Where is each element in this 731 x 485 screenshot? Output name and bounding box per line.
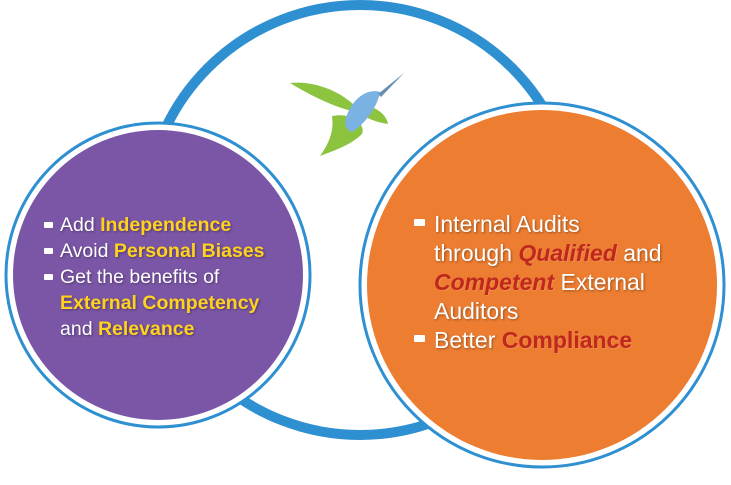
bullet-icon xyxy=(44,274,53,280)
left-item-highlight: Independence xyxy=(100,214,232,236)
left-item-benefits: Get the benefits of External Competency … xyxy=(42,264,302,342)
left-circle xyxy=(13,130,303,420)
left-item-independence: Add Independence xyxy=(42,212,302,238)
left-item-text: and xyxy=(60,318,98,340)
bullet-icon xyxy=(44,248,53,254)
left-item-highlight: Relevance xyxy=(97,318,195,340)
left-item-text: Get the benefits of xyxy=(60,266,220,288)
left-item-biases: Avoid Personal Biases xyxy=(42,238,302,264)
left-item-text: Add xyxy=(60,214,101,236)
left-circle-text: Add Independence Avoid Personal Biases G… xyxy=(42,212,302,342)
right-circle xyxy=(367,110,717,460)
right-item-internal-audits: Internal Audits through Qualified and Co… xyxy=(412,210,702,326)
left-item-highlight: External Competency xyxy=(60,292,260,314)
right-item-text: through xyxy=(434,240,519,266)
right-item-compliance: Better Compliance xyxy=(412,326,702,355)
bullet-icon xyxy=(44,222,53,228)
hummingbird-logo-icon xyxy=(290,73,404,156)
bullet-icon xyxy=(414,335,425,342)
left-item-text: Avoid xyxy=(60,240,114,262)
bullet-icon xyxy=(414,219,425,226)
right-item-text: External xyxy=(554,269,645,295)
right-item-highlight: Competent xyxy=(434,269,555,295)
left-item-highlight: Personal Biases xyxy=(113,240,265,262)
right-item-text: Auditors xyxy=(434,298,519,324)
right-item-highlight: Compliance xyxy=(501,327,633,353)
right-item-text: Better xyxy=(434,327,502,353)
right-item-text: Internal Audits xyxy=(434,211,580,237)
right-circle-text: Internal Audits through Qualified and Co… xyxy=(412,210,702,355)
right-item-text: and xyxy=(616,240,662,266)
right-item-highlight: Qualified xyxy=(518,240,617,266)
